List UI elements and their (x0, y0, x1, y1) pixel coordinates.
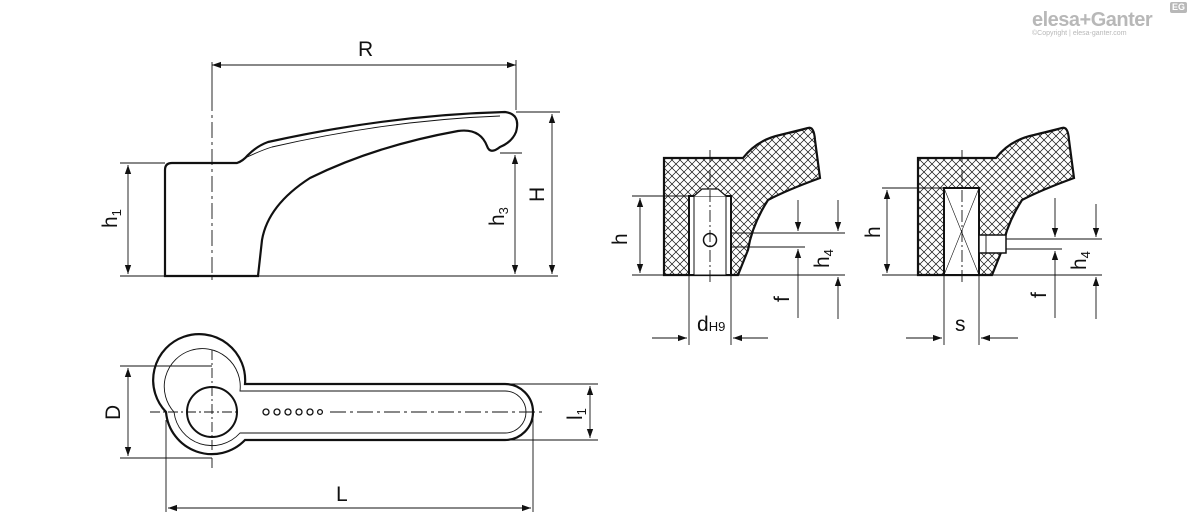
dim-h3-label: h3 (486, 207, 511, 226)
dim-h1-label: h1 (99, 209, 124, 228)
lever-inner-edge (244, 115, 501, 159)
section-square-version (882, 126, 1102, 345)
lever-top-view (120, 333, 598, 512)
dim-h-right-label: h (862, 226, 885, 238)
lever-outline (163, 110, 519, 278)
grip-dots (262, 408, 324, 416)
dim-f-right-label: f (1028, 292, 1051, 298)
set-screw (978, 234, 1007, 254)
dimension-lines-side (124, 61, 556, 274)
dim-f-left-label: f (771, 296, 794, 302)
dim-L-label: L (336, 483, 348, 506)
dimension-lines-top (124, 368, 594, 512)
dim-R-label: R (358, 38, 373, 61)
brand-copyright: ©Copyright | elesa-ganter.com (1032, 30, 1127, 37)
dim-h-left-label: h (609, 233, 632, 245)
dim-D-label: D (102, 405, 125, 420)
lever-top-inner (163, 348, 527, 447)
dim-dH9-label: dH9 (697, 313, 725, 336)
brand-badge: EG (1170, 2, 1188, 13)
dim-h4-left-label: h4 (811, 249, 836, 268)
elesa-ganter-logo: elesa+Ganter EG ©Copyright | elesa-gante… (1032, 2, 1192, 37)
dim-l1-label: l1 (564, 408, 589, 420)
dim-h4-right-label: h4 (1068, 251, 1093, 270)
dim-s-label: s (955, 313, 966, 336)
dim-H-label: H (526, 187, 549, 202)
section-bore-body (662, 126, 822, 277)
lever-side-view (120, 60, 560, 282)
brand-name: elesa+Ganter (1032, 9, 1153, 31)
square-hole-cross (943, 187, 980, 276)
section-bore-version (632, 126, 845, 345)
dimension-lines-bore (636, 198, 842, 342)
section-bore-arm (779, 127, 821, 179)
dimension-lines-square (883, 190, 1100, 342)
